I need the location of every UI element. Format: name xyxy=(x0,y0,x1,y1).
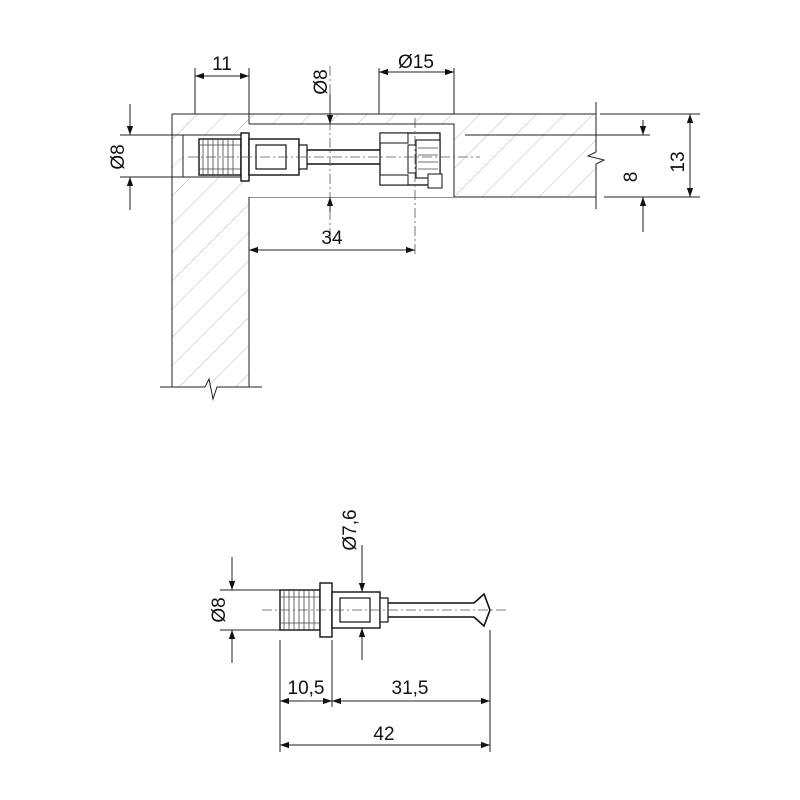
side-panel xyxy=(160,114,262,401)
dim-shank-label: Ø7,6 xyxy=(340,509,361,550)
cam-lock xyxy=(379,132,443,189)
dim-sleeve: Ø8 xyxy=(209,557,280,663)
dim-dowel-hole: Ø8 xyxy=(311,69,334,212)
top-view: 11 Ø8 Ø15 Ø8 34 xyxy=(108,52,700,401)
dim-left-hole-label: Ø8 xyxy=(108,144,129,169)
bottom-view: Ø7,6 Ø8 10,5 31,5 42 xyxy=(209,509,506,752)
dim-cam-offset-label: 8 xyxy=(621,172,642,183)
dim-cam-diameter: Ø15 xyxy=(378,52,455,114)
dim-cam-diameter-label: Ø15 xyxy=(398,52,434,73)
dim-panel-thickness-label: 13 xyxy=(668,151,689,172)
dim-left-hole: Ø8 xyxy=(108,104,183,210)
dim-sleeve-length-label: 10,5 xyxy=(288,678,325,699)
dim-sleeve-length: 10,5 xyxy=(280,678,332,705)
dim-bolt-to-cam-label: 34 xyxy=(321,228,343,249)
dim-total-length-label: 42 xyxy=(373,724,394,745)
dim-bolt-to-cam: 34 xyxy=(249,228,415,254)
dim-bolt-length-label: 31,5 xyxy=(392,678,429,699)
dim-edge-to-bolt: 11 xyxy=(194,54,250,114)
dim-dowel-hole-label: Ø8 xyxy=(311,69,332,94)
dim-sleeve-label: Ø8 xyxy=(209,597,230,622)
dim-cam-offset: 8 xyxy=(465,120,700,232)
dim-bolt-length: 31,5 xyxy=(332,678,490,705)
dim-shank: Ø7,6 xyxy=(340,509,366,660)
dim-edge-to-bolt-label: 11 xyxy=(212,54,232,75)
dim-panel-thickness: 13 xyxy=(600,113,700,197)
dim-total-length: 42 xyxy=(280,724,490,749)
